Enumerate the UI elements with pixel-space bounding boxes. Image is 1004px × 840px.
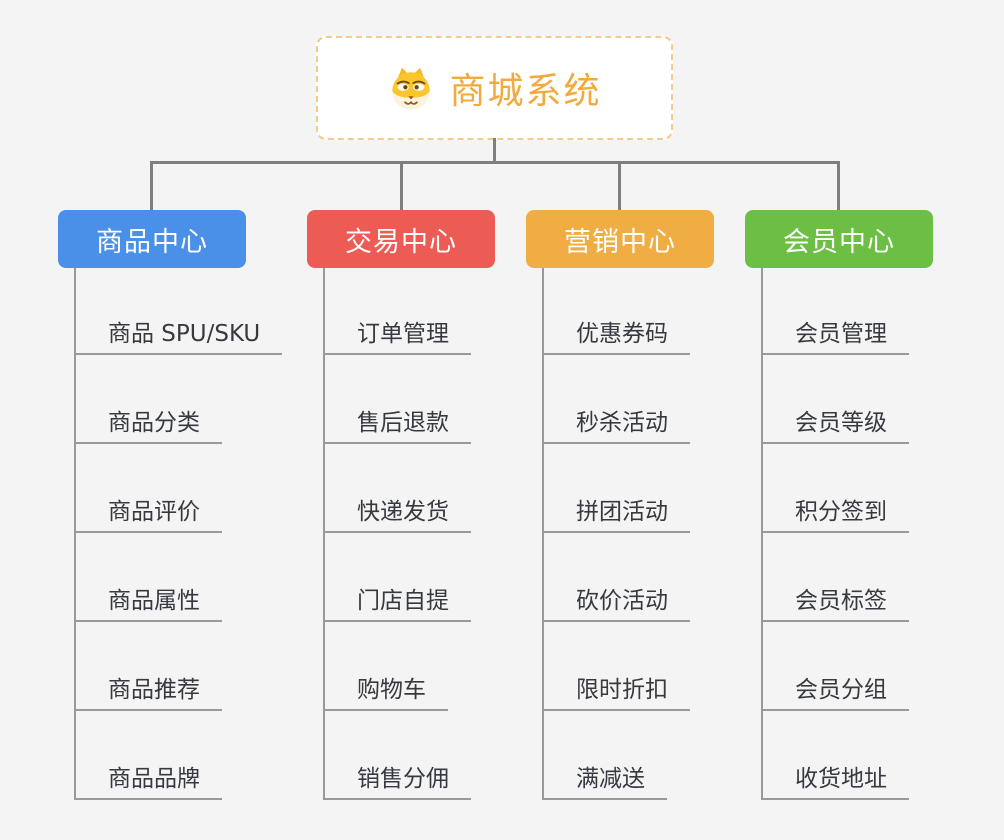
child-node[interactable]: 会员标签 <box>763 533 909 622</box>
child-node[interactable]: 快递发货 <box>325 444 471 533</box>
child-node[interactable]: 商品推荐 <box>76 622 222 711</box>
child-node[interactable]: 收货地址 <box>763 711 909 800</box>
child-node[interactable]: 商品品牌 <box>76 711 222 800</box>
connector-drop-product <box>150 161 153 210</box>
connector-root-trunk <box>493 138 496 163</box>
child-node[interactable]: 优惠券码 <box>544 268 690 355</box>
branch-node-marketing-center[interactable]: 营销中心 <box>526 210 714 268</box>
child-node[interactable]: 商品 SPU/SKU <box>76 268 283 355</box>
root-node[interactable]: 商城系统 <box>316 36 673 140</box>
branch-children-product: 商品 SPU/SKU 商品分类 商品评价 商品属性 商品推荐 商品品牌 <box>74 268 283 800</box>
child-node[interactable]: 购物车 <box>325 622 448 711</box>
branch-node-product-center[interactable]: 商品中心 <box>58 210 246 268</box>
child-node[interactable]: 会员分组 <box>763 622 909 711</box>
child-node[interactable]: 售后退款 <box>325 355 471 444</box>
child-node[interactable]: 砍价活动 <box>544 533 690 622</box>
child-node[interactable]: 商品分类 <box>76 355 222 444</box>
root-node-title: 商城系统 <box>449 71 602 112</box>
connector-horizontal-bar <box>150 161 840 164</box>
branch-node-trade-center[interactable]: 交易中心 <box>307 210 495 268</box>
child-node[interactable]: 满减送 <box>544 711 667 800</box>
child-node[interactable]: 秒杀活动 <box>544 355 690 444</box>
child-node[interactable]: 限时折扣 <box>544 622 690 711</box>
child-node[interactable]: 门店自提 <box>325 533 471 622</box>
branch-children-marketing: 优惠券码 秒杀活动 拼团活动 砍价活动 限时折扣 满减送 <box>542 268 690 800</box>
child-node[interactable]: 会员等级 <box>763 355 909 444</box>
branch-node-member-center[interactable]: 会员中心 <box>745 210 933 268</box>
child-node[interactable]: 会员管理 <box>763 268 909 355</box>
child-node[interactable]: 销售分佣 <box>325 711 471 800</box>
dog-face-icon <box>392 67 431 110</box>
connector-drop-member <box>837 161 840 210</box>
connector-drop-trade <box>400 161 403 210</box>
connector-drop-marketing <box>618 161 621 210</box>
child-node[interactable]: 积分签到 <box>763 444 909 533</box>
child-node[interactable]: 商品属性 <box>76 533 222 622</box>
child-node[interactable]: 拼团活动 <box>544 444 690 533</box>
branch-children-trade: 订单管理 售后退款 快递发货 门店自提 购物车 销售分佣 <box>323 268 471 800</box>
branch-children-member: 会员管理 会员等级 积分签到 会员标签 会员分组 收货地址 <box>761 268 909 800</box>
child-node[interactable]: 订单管理 <box>325 268 471 355</box>
child-node[interactable]: 商品评价 <box>76 444 222 533</box>
